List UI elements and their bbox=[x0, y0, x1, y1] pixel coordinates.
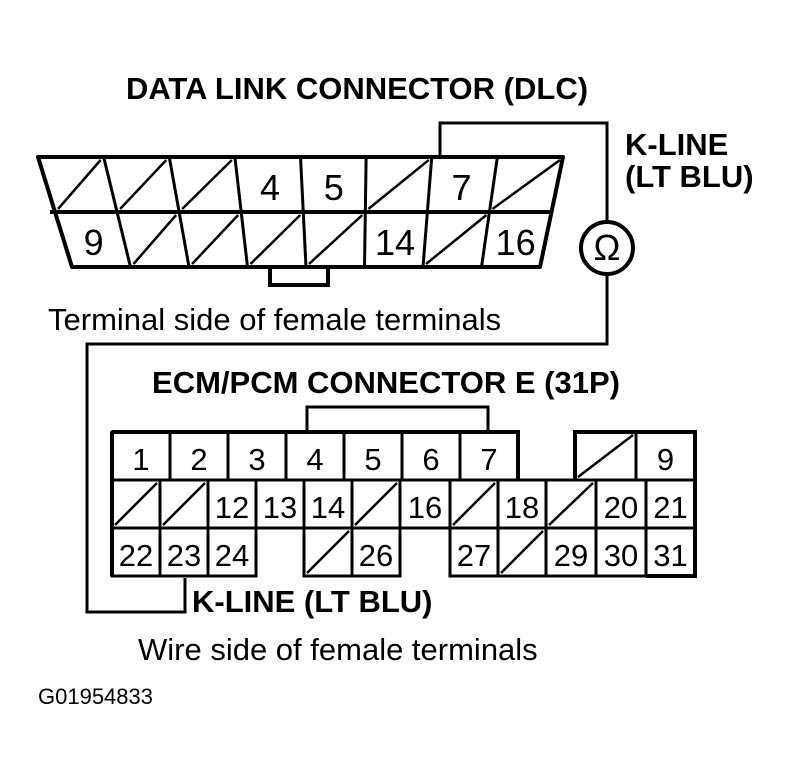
ecm-outline bbox=[573, 430, 697, 578]
ecm-row3-pin: 31 bbox=[653, 538, 687, 573]
ecm-row1-pin: 9 bbox=[657, 442, 674, 477]
ecm-row2-cell bbox=[254, 478, 306, 530]
ecm-caption: Wire side of female terminals bbox=[138, 632, 538, 667]
ecm-row3-pin: 26 bbox=[359, 538, 393, 573]
dlc-divider bbox=[167, 156, 191, 268]
dlc-empty-slot bbox=[181, 159, 233, 210]
k-line-label-ecm: K-LINE (LT BLU) bbox=[192, 584, 432, 619]
ecm-row1-pin: 1 bbox=[132, 442, 149, 477]
ecm-row2-pin: 18 bbox=[505, 490, 539, 525]
dlc-divider bbox=[421, 156, 434, 268]
dlc-empty-slot bbox=[57, 159, 102, 210]
ecm-row1-pin: 6 bbox=[422, 442, 439, 477]
ecm-row2-cell bbox=[302, 478, 354, 530]
ecm-row3-cell bbox=[350, 526, 402, 578]
dlc-empty-slot bbox=[249, 214, 302, 265]
ecm-row3-cell bbox=[206, 526, 258, 578]
dlc-empty-slot bbox=[132, 214, 178, 265]
ecm-bridge-4-7 bbox=[305, 405, 490, 432]
dlc-empty-slot bbox=[367, 159, 430, 210]
dlc-pin-bottom: 16 bbox=[496, 222, 536, 263]
ecm-empty-slot bbox=[577, 434, 634, 478]
dlc-divider bbox=[363, 156, 368, 268]
ecm-empty-slot bbox=[500, 530, 544, 574]
ecm-empty-slot bbox=[306, 530, 350, 574]
ecm-row2-pin: 21 bbox=[653, 490, 687, 525]
ecm-row2-pin: 12 bbox=[215, 490, 249, 525]
dlc-pin-top: 4 bbox=[260, 167, 280, 208]
ecm-row3-cell bbox=[544, 526, 598, 578]
ecm-empty-slot bbox=[548, 482, 594, 526]
wire-meter-to-ecm-pin22 bbox=[85, 274, 609, 614]
ohm-symbol-icon: Ω bbox=[594, 227, 621, 268]
ecm-row3-pin: 22 bbox=[119, 538, 153, 573]
wires bbox=[85, 121, 609, 614]
ecm-row2-cell bbox=[644, 478, 697, 530]
ecm-row3-pin: 24 bbox=[215, 538, 249, 573]
ecm-row2-pin: 16 bbox=[408, 490, 442, 525]
dlc-empty-slot bbox=[119, 159, 168, 210]
ecm-row3-pin: 30 bbox=[604, 538, 638, 573]
ecm-row2-pin: 13 bbox=[263, 490, 297, 525]
dlc-pin-bottom: 9 bbox=[84, 222, 104, 263]
ecm-empty-slot bbox=[452, 482, 496, 526]
ecm-row1-pin: 2 bbox=[190, 442, 207, 477]
dlc-caption: Terminal side of female terminals bbox=[48, 302, 501, 337]
dlc-divider bbox=[299, 156, 308, 268]
ecm-empty-slot bbox=[354, 482, 398, 526]
ecm-row1-pin: 7 bbox=[480, 442, 497, 477]
ecm-outline bbox=[112, 430, 520, 480]
dlc-cells: 4 5 7 9 14 16 bbox=[57, 156, 561, 268]
ecm-row3-cell bbox=[594, 526, 648, 578]
ohmmeter: Ω bbox=[579, 220, 635, 276]
dlc-divider bbox=[233, 156, 249, 268]
dlc-empty-slot bbox=[191, 214, 240, 265]
ecm-row1-pin: 5 bbox=[364, 442, 381, 477]
dlc-pin-top: 5 bbox=[324, 167, 344, 208]
dlc-connector bbox=[36, 155, 565, 287]
ecm-row1-pin: 3 bbox=[248, 442, 265, 477]
ecm-row2-cell bbox=[398, 478, 452, 530]
dlc-divider bbox=[102, 156, 132, 268]
ecm-title: ECM/PCM CONNECTOR E (31P) bbox=[152, 365, 620, 400]
k-line-label-dlc: K-LINE bbox=[625, 127, 728, 162]
ecm-row2-pin: 14 bbox=[311, 490, 345, 525]
dlc-empty-slot bbox=[308, 214, 364, 265]
dlc-divider bbox=[480, 156, 499, 268]
dlc-pin-top: 7 bbox=[451, 167, 471, 208]
dlc-empty-slot bbox=[425, 214, 488, 265]
ecm-row3-pin: 27 bbox=[457, 538, 491, 573]
k-line-color-dlc: (LT BLU) bbox=[625, 159, 754, 194]
ecm-row2-cell bbox=[206, 478, 258, 530]
ecm-row2-pin: 20 bbox=[604, 490, 638, 525]
dlc-title: DATA LINK CONNECTOR (DLC) bbox=[126, 71, 588, 106]
figure-code: G01954833 bbox=[38, 684, 153, 709]
ecm-row3-pin: 23 bbox=[167, 538, 201, 573]
wire-dlc-pin7-to-meter bbox=[438, 121, 609, 222]
dlc-pin-bottom: 14 bbox=[375, 222, 415, 263]
dlc-empty-slot bbox=[491, 158, 561, 211]
ecm-empty-slot bbox=[162, 482, 206, 526]
ecm-row3-pin: 29 bbox=[554, 538, 588, 573]
ecm-row1-pin: 4 bbox=[306, 442, 323, 477]
ecm-empty-slot bbox=[114, 482, 158, 526]
